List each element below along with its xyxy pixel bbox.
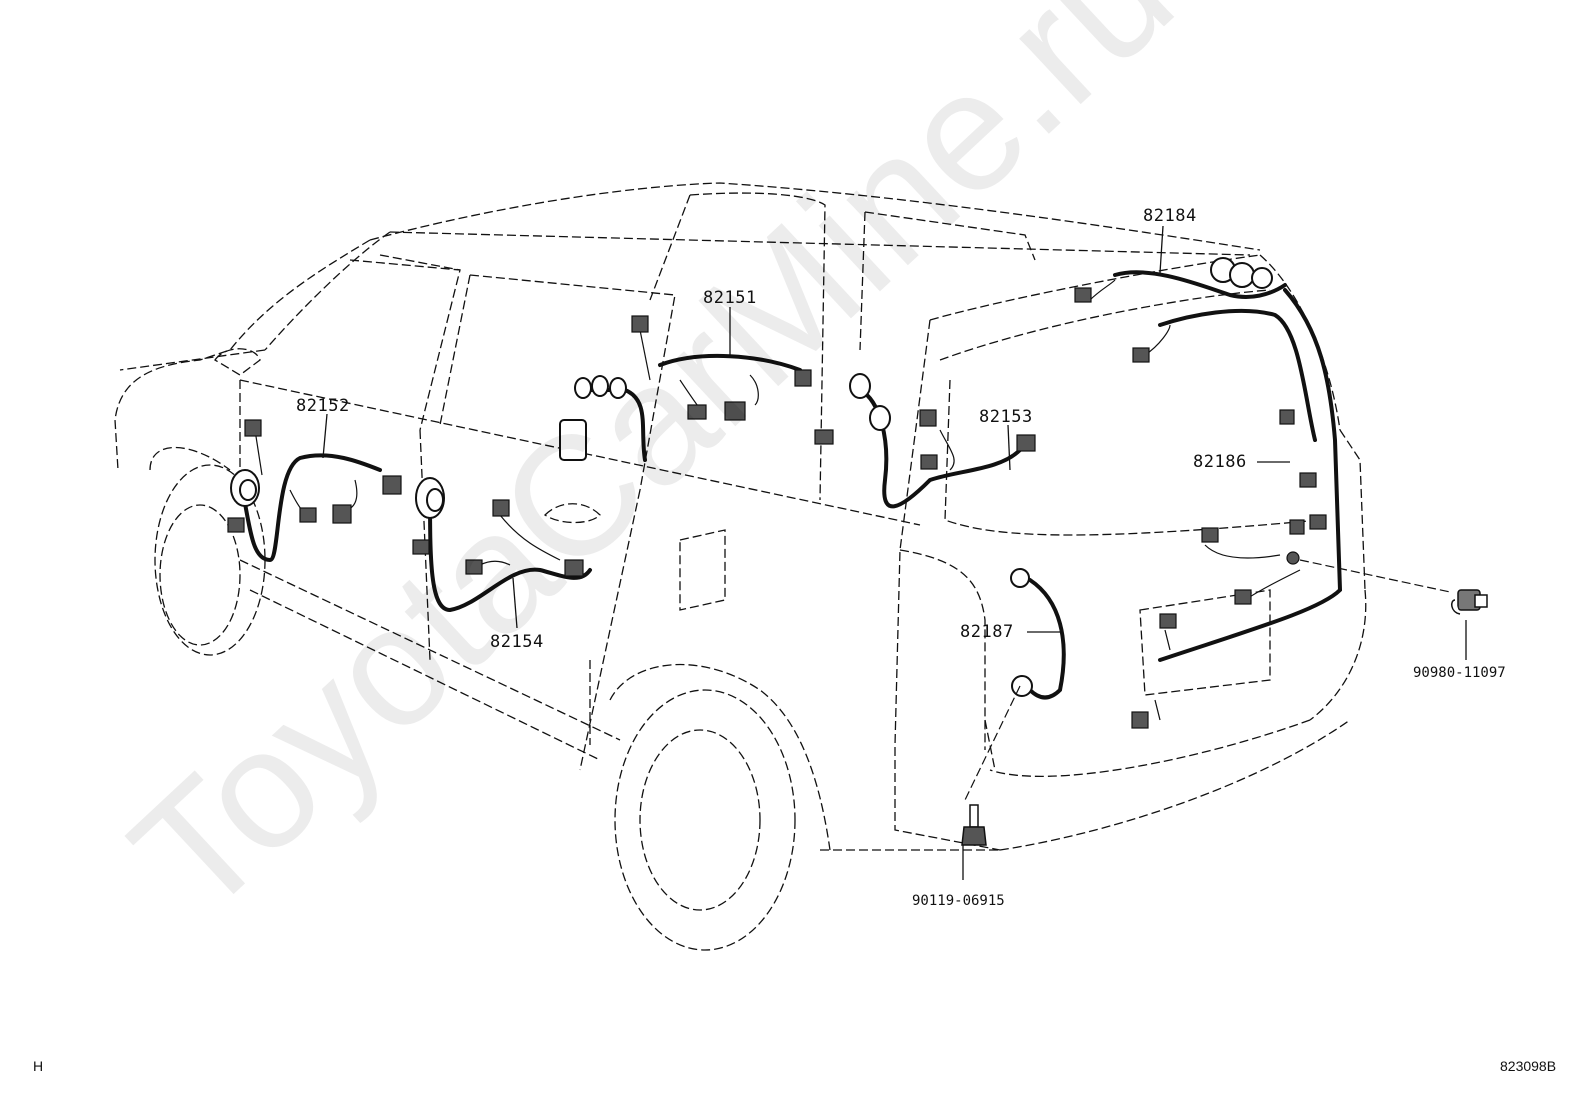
- part-label-82153: 82153: [979, 407, 1033, 427]
- harness-82186: [1158, 288, 1343, 662]
- connectors: [227, 287, 1327, 729]
- part-label-82151: 82151: [703, 288, 757, 308]
- harness-82152: [238, 453, 382, 563]
- clip-90980-icon: [1450, 589, 1488, 615]
- corner-code-left: H: [33, 1058, 44, 1074]
- harness-82187: [1028, 578, 1066, 700]
- part-label-90119-06915: 90119-06915: [912, 893, 1005, 909]
- dashed-leaders: [964, 559, 1451, 801]
- wire-harnesses: [238, 270, 1343, 700]
- part-label-82184: 82184: [1143, 206, 1197, 226]
- part-label-82187: 82187: [960, 622, 1014, 642]
- part-label-90980-11097: 90980-11097: [1413, 665, 1506, 681]
- part-label-82152: 82152: [296, 396, 350, 416]
- harness-82184: [1113, 270, 1287, 299]
- vehicle-body-outline: [114, 182, 1367, 951]
- leader-lines: [322, 225, 1467, 880]
- part-label-82154: 82154: [490, 632, 544, 652]
- part-label-82186: 82186: [1193, 452, 1247, 472]
- bolt-90119-icon: [961, 804, 987, 846]
- harness-82154: [428, 488, 592, 613]
- connector-leads: [254, 279, 1301, 721]
- harness-bundles: [230, 257, 1273, 697]
- diagram-code: 823098B: [1500, 1058, 1557, 1074]
